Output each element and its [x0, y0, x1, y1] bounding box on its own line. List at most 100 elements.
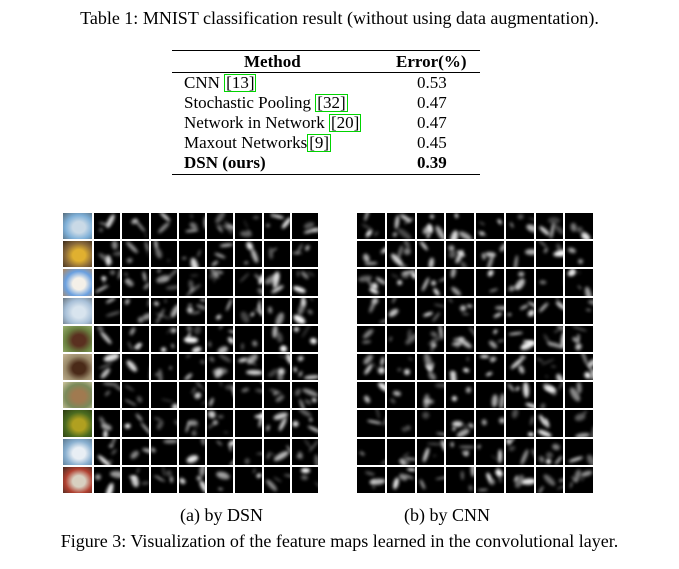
dsn-feature-map	[122, 466, 149, 493]
input-image-bird	[63, 213, 92, 240]
dsn-feature-map	[150, 354, 177, 381]
input-image-horse	[63, 325, 92, 352]
cnn-feature-map	[505, 241, 534, 268]
input-image-horse	[63, 354, 92, 381]
cnn-feature-map	[535, 354, 564, 381]
dsn-feature-map	[150, 438, 177, 465]
dsn-feature-map	[263, 213, 290, 240]
dsn-feature-map	[291, 297, 318, 324]
input-images-column	[63, 213, 92, 493]
dsn-feature-map	[94, 297, 121, 324]
table-caption: Table 1: MNIST classification result (wi…	[80, 8, 599, 28]
dsn-feature-map	[178, 382, 205, 409]
dsn-feature-map	[235, 297, 262, 324]
dsn-feature-map	[150, 269, 177, 296]
dsn-feature-map	[235, 269, 262, 296]
citation-link[interactable]: [20]	[328, 113, 362, 132]
dsn-feature-map	[263, 382, 290, 409]
dsn-feature-map	[150, 297, 177, 324]
cnn-feature-map	[386, 466, 415, 493]
dsn-feature-map	[178, 466, 205, 493]
cnn-feature-map	[476, 410, 504, 437]
cnn-feature-map	[416, 297, 445, 324]
cnn-feature-map	[446, 325, 474, 352]
dsn-feature-map	[94, 438, 121, 465]
dsn-feature-map	[122, 438, 149, 465]
dsn-feature-map	[94, 241, 121, 268]
cnn-feature-map	[535, 410, 564, 437]
cnn-feature-map	[446, 354, 474, 381]
cnn-feature-map	[535, 325, 564, 352]
header-error: Error(%)	[396, 52, 467, 71]
dsn-feature-map	[122, 297, 149, 324]
dsn-feature-map	[122, 241, 149, 268]
dsn-feature-map	[178, 241, 205, 268]
dsn-feature-map	[207, 382, 234, 409]
cnn-feature-map	[565, 325, 593, 352]
cnn-feature-map	[446, 466, 474, 493]
cnn-feature-map	[416, 269, 445, 296]
cnn-feature-map	[505, 382, 534, 409]
dsn-feature-map	[122, 354, 149, 381]
dsn-feature-map	[291, 466, 318, 493]
cnn-feature-map	[505, 297, 534, 324]
cnn-feature-map	[476, 241, 504, 268]
cnn-feature-map	[357, 466, 385, 493]
cnn-feature-map	[505, 438, 534, 465]
cnn-feature-map	[416, 410, 445, 437]
cnn-feature-map	[446, 269, 474, 296]
dsn-feature-map	[235, 213, 262, 240]
table-row: CNN [13] 0.53	[172, 73, 480, 93]
cnn-feature-map	[535, 213, 564, 240]
dsn-feature-map	[94, 466, 121, 493]
dsn-feature-map	[178, 213, 205, 240]
cnn-feature-map	[416, 213, 445, 240]
input-image-car	[63, 241, 92, 268]
dsn-feature-map	[207, 269, 234, 296]
dsn-feature-map	[94, 410, 121, 437]
table-header-rule	[172, 72, 480, 73]
input-image-truck	[63, 466, 92, 493]
dsn-feature-map	[122, 410, 149, 437]
dsn-feature-map	[263, 297, 290, 324]
dsn-feature-map	[235, 410, 262, 437]
citation-link[interactable]: [9]	[307, 133, 332, 152]
error-value: 0.45	[417, 133, 447, 152]
cnn-feature-map	[476, 269, 504, 296]
cnn-feature-map	[476, 325, 504, 352]
cnn-feature-map	[416, 466, 445, 493]
dsn-feature-map	[178, 297, 205, 324]
dsn-feature-map	[263, 241, 290, 268]
cnn-feature-map	[476, 382, 504, 409]
cnn-feature-map	[476, 213, 504, 240]
dsn-feature-maps	[94, 213, 318, 493]
citation-link[interactable]: [13]	[224, 73, 257, 92]
cnn-feature-map	[446, 410, 474, 437]
error-value: 0.47	[417, 113, 447, 132]
cnn-feature-map	[505, 269, 534, 296]
cnn-feature-map	[505, 466, 534, 493]
cnn-feature-map	[476, 466, 504, 493]
dsn-feature-map	[150, 325, 177, 352]
cnn-feature-map	[386, 297, 415, 324]
dsn-feature-map	[291, 269, 318, 296]
cnn-feature-map	[357, 410, 385, 437]
citation-link[interactable]: [32]	[315, 93, 348, 112]
cnn-feature-map	[357, 382, 385, 409]
method-name: Network in Network	[184, 113, 329, 132]
figure-caption: Figure 3: Visualization of the feature m…	[60, 531, 619, 551]
cnn-feature-map	[446, 213, 474, 240]
cnn-feature-map	[357, 241, 385, 268]
dsn-feature-map	[94, 269, 121, 296]
dsn-feature-map	[263, 354, 290, 381]
cnn-feature-map	[357, 213, 385, 240]
dsn-feature-map	[291, 410, 318, 437]
error-value: 0.39	[417, 153, 447, 172]
cnn-feature-map	[416, 382, 445, 409]
cnn-feature-map	[565, 269, 593, 296]
dsn-feature-map	[178, 438, 205, 465]
table-row: Stochastic Pooling [32] 0.47	[172, 93, 480, 113]
cnn-feature-map	[476, 354, 504, 381]
cnn-feature-map	[476, 297, 504, 324]
table-row: Network in Network [20] 0.47	[172, 113, 480, 133]
